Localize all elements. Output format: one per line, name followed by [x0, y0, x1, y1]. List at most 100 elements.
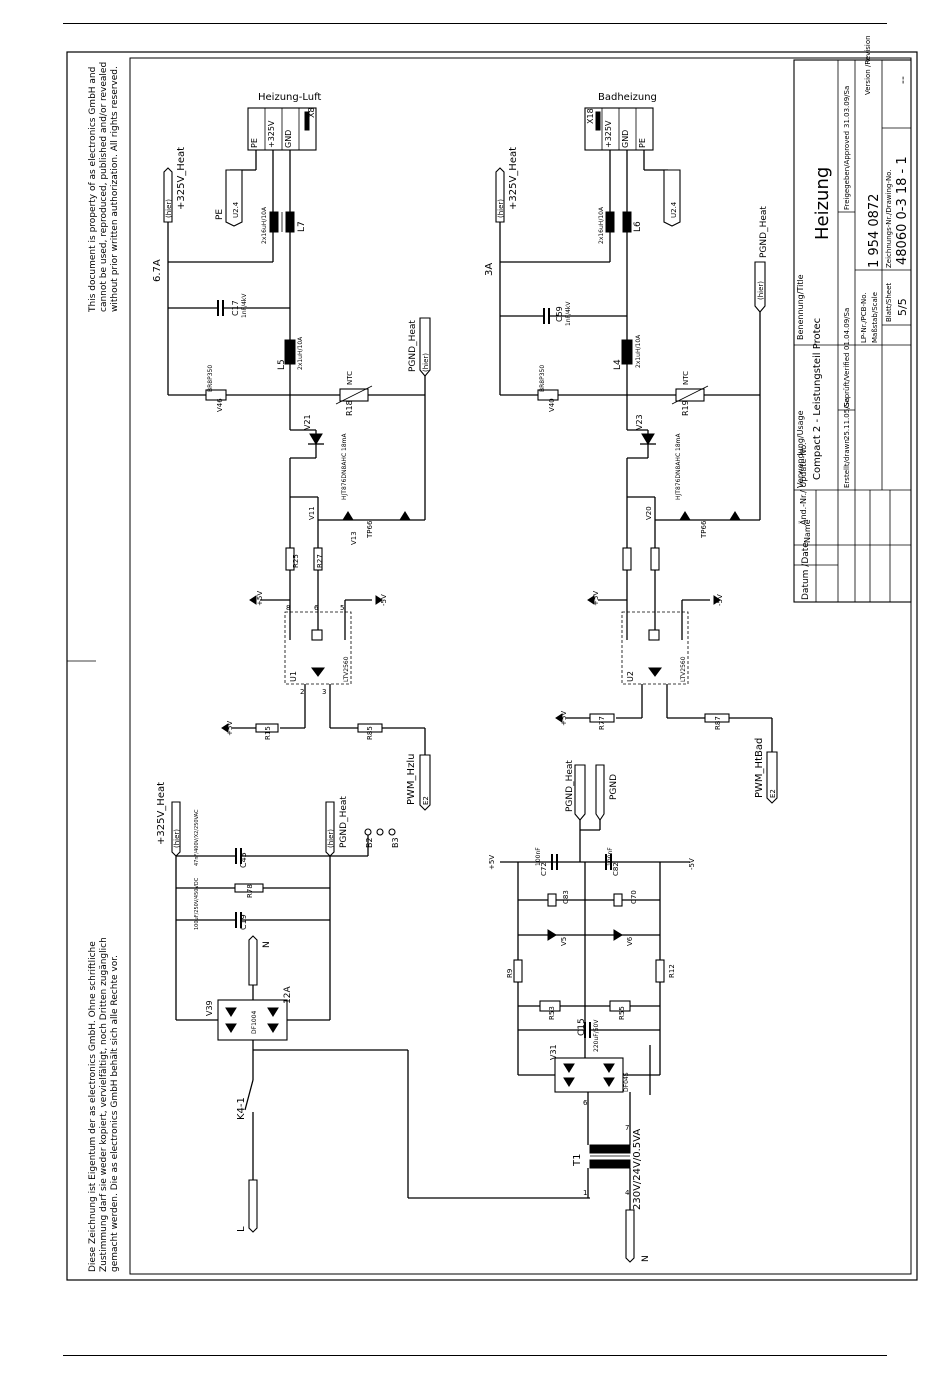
l6-label: L6: [633, 221, 643, 232]
pe-label-luft: PE: [215, 209, 225, 220]
r19-value: NTC: [682, 371, 690, 385]
l5-label: L5: [277, 359, 287, 370]
v23-value: HJT876DN8AHC 18mA: [675, 432, 682, 500]
sheet-frame: [66, 51, 918, 1281]
c59-label: C59: [555, 306, 564, 322]
tb-sheet-value: 5/5: [896, 298, 909, 316]
tb-name-label: Name: [803, 519, 812, 543]
top-rule: [63, 23, 887, 24]
luft-minus5v: -5V: [380, 594, 388, 606]
tb-drawn-label: Erstellt/drawn: [843, 439, 851, 488]
c82-value: 100nF: [607, 847, 614, 866]
r9-label: R9: [506, 969, 514, 978]
c43-value: 47nF/400V/X2/250VAC: [194, 809, 200, 866]
v21-label: V21: [303, 414, 312, 430]
v39-label: V39: [205, 1000, 214, 1016]
c17-value: 1nF/4kV: [241, 293, 248, 318]
drawing-border: [129, 57, 912, 1275]
bad-pgnd-hier: (hier): [757, 281, 765, 300]
notice-de-line1: Diese Zeichnung ist Eigentum der as elec…: [88, 941, 98, 1272]
u1-pin2: 2: [300, 688, 304, 696]
u2-label: U2: [626, 671, 635, 682]
tp66-luft: TP66: [366, 520, 374, 539]
l7-label: L7: [297, 221, 307, 232]
lv-plus5v: +5V: [488, 855, 496, 870]
x8-id: X8: [307, 107, 316, 118]
v31-label: V31: [549, 1044, 558, 1060]
x18-pin-pe: PE: [638, 138, 647, 148]
r15-label: R15: [264, 726, 272, 740]
relay-k4: K4-1: [236, 1097, 247, 1120]
r19-label: R19: [681, 400, 690, 416]
x8-pin-gnd: GND: [284, 130, 293, 148]
pe-flag-bad: U2.4: [670, 201, 678, 218]
x18-pin-325v: +325V: [604, 120, 613, 148]
pwm-luft: PWM_Hzlu: [406, 754, 417, 805]
badheizung-title: Badheizung: [598, 92, 657, 103]
lv-pgnd-heat: PGND_Heat: [565, 760, 575, 812]
r25-label: R25: [292, 554, 300, 568]
hv-hier: (hier): [173, 829, 181, 848]
tb-checked-label: Geprüft/Verified: [843, 353, 851, 408]
tb-title-label: Benennung/Title: [796, 274, 805, 340]
r77-label: R77: [598, 716, 606, 730]
pwm-bad-tp: E2: [769, 789, 777, 798]
c72-value: 100nF: [535, 847, 542, 866]
lv-neutral: N: [641, 1255, 651, 1262]
c19-label: C19: [239, 914, 248, 930]
x8-pin-325v: +325V: [267, 120, 276, 148]
hv-line: L: [236, 1226, 247, 1232]
mount-b2: B2: [365, 837, 374, 848]
circuit-luft: PE +325V GND X8 Heizung-Luft U2.4 PE L7 …: [152, 92, 431, 811]
tb-drawn-value: 25.11.05/Sa: [843, 398, 851, 440]
pwm-luft-tp: E2: [422, 796, 430, 805]
c15-value: 220uF/50V: [593, 1019, 600, 1052]
luft-pgnd-hier: (hier): [422, 353, 430, 372]
tb-approved-value: 31.03.09/Sa: [843, 86, 851, 128]
u1-value: LTV2560: [343, 656, 350, 682]
pwm-bad: PWM_HtBad: [754, 738, 765, 798]
v40-value: BR8P350: [539, 365, 546, 392]
r78-label: R78: [246, 884, 254, 898]
hv-fuse: 12A: [283, 986, 293, 1004]
v46-label: V46: [216, 398, 224, 412]
tb-change-label: Änd.-Nr./ Update-No.: [798, 442, 808, 525]
u1-pin6: 6: [314, 604, 319, 612]
bad-minus5v: -5V: [716, 594, 724, 606]
v20-label: V20: [645, 506, 653, 520]
tp66-bad: TP66: [700, 520, 708, 539]
t1-value: 230V/24V/0.5VA: [632, 1129, 643, 1210]
l4-value: 2x1uH/10A: [635, 334, 642, 368]
r27-label: R27: [316, 554, 324, 568]
r18-value: NTC: [346, 371, 354, 385]
tb-checked-value: 01.04.09/Sa: [843, 308, 851, 350]
c59-value: 1nF/4kV: [565, 301, 572, 326]
v5-label: V5: [560, 937, 568, 946]
luft-hier-flag: (hier): [165, 199, 173, 218]
l4-label: L4: [613, 359, 623, 370]
notice-english: This document is property of as electron…: [88, 62, 120, 313]
tb-drawing-no-value: 48060 0-3 18 - 1: [895, 156, 910, 265]
v39-value: DF1004: [251, 1010, 258, 1034]
bad-fuse: 3A: [484, 263, 495, 276]
l6-value: 2x16uH/10A: [598, 206, 605, 244]
tb-date-label: Datum /Date: [801, 542, 811, 600]
c82-label: C82: [612, 862, 620, 876]
c72-label: C72: [540, 862, 548, 876]
luft-325v-net: +325V_Heat: [176, 147, 187, 210]
tb-drawing-no-label: Zeichnungs-Nr./Drawing-No.: [885, 169, 893, 268]
c83-label: C83: [562, 890, 570, 904]
luft-fuse: 6.7A: [152, 259, 163, 282]
r55-label: R55: [618, 1006, 626, 1020]
bad-plus5v: +5V: [592, 591, 600, 606]
c15-label: C15: [577, 1018, 587, 1036]
luft-plus5v: +5V: [256, 591, 264, 606]
notice-de-line2: Zustimmung darf sie weder kopiert, vervi…: [99, 937, 109, 1272]
v40-label: V40: [548, 398, 556, 412]
lv-minus5v: -5V: [688, 858, 696, 870]
u2-value: LTV2560: [680, 656, 687, 682]
tb-scale-label: Maßstab/Scale: [871, 292, 879, 343]
t1-pin1: 1: [583, 1189, 587, 1197]
tb-version-label: Version /Revision: [864, 35, 872, 95]
